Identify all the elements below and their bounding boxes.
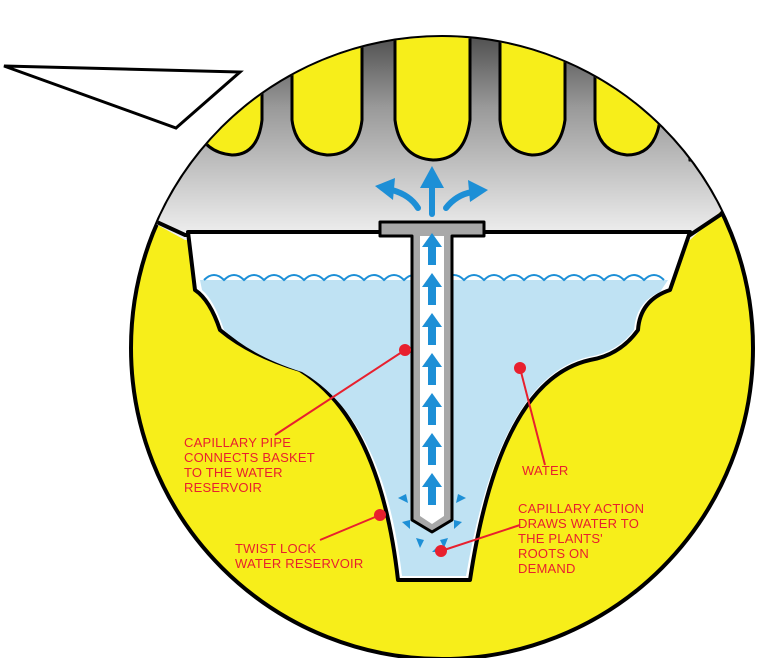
pipe-marker-dot [399,344,411,356]
dome-lobes [148,37,742,168]
pipe-arrow-shaft [428,447,436,465]
pipe-arrow-head [422,313,442,327]
pipe-arrow-shaft [428,247,436,265]
pipe-arrow-head [422,353,442,367]
water-label: WATER [522,463,569,478]
water-marker-dot [514,362,526,374]
pipe-arrow-head [422,473,442,487]
pipe-arrow-head [422,393,442,407]
reservoir-marker-dot [374,509,386,521]
callout-leaders [274,344,546,557]
capillary-pipe-label: CAPILLARY PIPE CONNECTS BASKET TO THE WA… [184,435,318,495]
pipe-arrow-head [422,233,442,247]
pipe-arrow-shaft [428,407,436,425]
action-marker-dot [435,545,447,557]
capillary-action-label: CAPILLARY ACTION DRAWS WATER TO THE PLAN… [518,501,648,576]
pipe-flow-arrows [422,233,442,505]
pipe-arrow-shaft [428,367,436,385]
callout-pointer [3,64,244,130]
spray-arrowheads [375,166,488,202]
bottom-swirl-arrows [398,494,466,552]
pipe-arrow-head [422,433,442,447]
pipe-arrow-shaft [428,487,436,505]
pipe-arrow-shaft [428,287,436,305]
pipe-arrow-head [422,273,442,287]
twist-lock-label: TWIST LOCK WATER RESERVOIR [235,541,363,571]
pipe-arrow-shaft [428,327,436,345]
